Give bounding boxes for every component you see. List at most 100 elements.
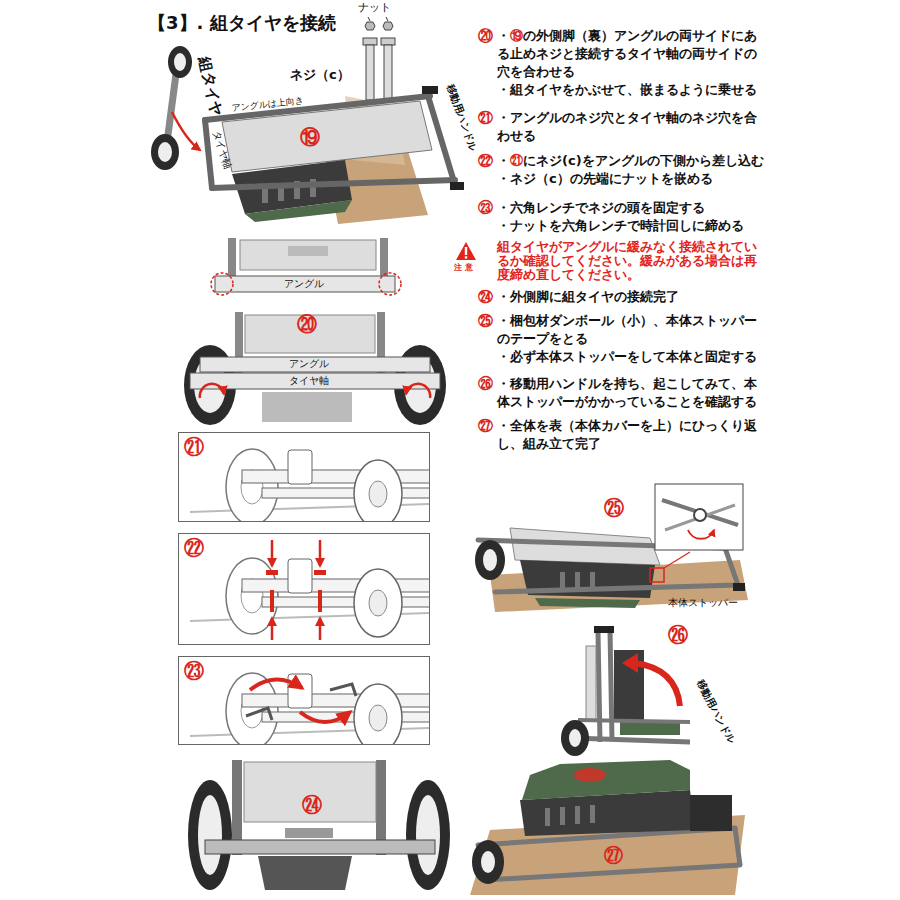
callout-number: ㉓ <box>184 660 204 683</box>
callout-number: ⑲ <box>300 126 320 149</box>
part-label: 移動用ハンドル <box>694 678 737 745</box>
instruction-text: ・⑲の外側脚（裏）アングルの両サイドにある止めネジと接続するタイヤ軸の両サイドの… <box>497 27 769 81</box>
step22-panel-art <box>271 618 274 640</box>
text-run: ・ <box>497 28 510 43</box>
step26-standing-grill <box>569 729 581 747</box>
instruction-text: ・梱包材ダンボール（小）、本体ストッパーのテープをとる <box>497 312 769 348</box>
part-label: 組タイヤ <box>195 55 224 117</box>
step21-panel-art <box>190 449 429 521</box>
instruction-step: ⑳・⑲の外側脚（裏）アングルの両サイドにある止めネジと接続するタイヤ軸の両サイド… <box>478 27 778 99</box>
step24-front-view <box>416 795 440 875</box>
part-label: タイヤ軸 <box>287 375 331 387</box>
step24-front-view <box>285 828 333 838</box>
parts-screws-nuts <box>384 45 392 100</box>
step22-panel-art <box>190 540 429 640</box>
step25-flipped-grill <box>665 505 735 530</box>
step20-wheel-axle <box>406 384 430 398</box>
angle-bottom-view <box>240 240 376 270</box>
instruction-text: ・㉑にネジ(c)をアングルの下側から差し込む <box>497 152 769 170</box>
step25-flipped-grill <box>733 583 745 591</box>
step20-wheel-axle <box>190 373 440 389</box>
instruction-step: ㉑・アングルのネジ穴とタイヤ軸のネジ穴を合わせる <box>478 109 778 145</box>
angle-bottom-view <box>215 276 395 292</box>
part-label: 移動用ハンドル <box>445 83 480 153</box>
step19-frame-illustration <box>151 46 464 224</box>
instruction-text: ・アングルのネジ穴とタイヤ軸のネジ穴を合わせる <box>497 109 769 145</box>
step24-front-view <box>188 760 450 890</box>
step-panel: ㉑ <box>178 432 430 522</box>
step25-flipped-grill <box>475 540 505 580</box>
step22-panel-art <box>190 558 429 637</box>
instruction-step: ㉒・㉑にネジ(c)をアングルの下側から差し込む・ネジ（c）の先端にナットを嵌める <box>478 152 778 188</box>
step26-standing-grill <box>610 630 612 740</box>
angle-bottom-view <box>228 238 236 280</box>
angle-bottom-view <box>379 273 401 295</box>
step26-standing-grill <box>586 646 596 720</box>
step19-frame-illustration <box>172 112 200 150</box>
step20-wheel-axle <box>200 384 224 398</box>
text-run: にネジ(c)をアングルの下側から差し込む <box>523 153 764 168</box>
step23-panel-art <box>300 712 350 722</box>
step25-flipped-grill <box>495 585 738 592</box>
part-label: アングル <box>287 358 331 370</box>
step-panel: ㉒ <box>178 533 430 645</box>
step25-flipped-grill <box>475 484 748 612</box>
step19-frame-illustration <box>168 46 192 78</box>
warning-icon <box>465 256 467 258</box>
step25-flipped-grill <box>662 500 738 525</box>
parts-screws-nuts <box>366 45 374 100</box>
step27-finished-grill <box>545 808 550 826</box>
step27-finished-grill <box>574 768 606 782</box>
step27-finished-grill <box>470 760 745 895</box>
step24-front-view <box>188 780 232 890</box>
parts-screws-nuts <box>365 22 375 30</box>
step25-flipped-grill <box>725 548 738 585</box>
step23-panel-art <box>250 679 302 690</box>
step19-frame-illustration <box>245 200 352 222</box>
step19-frame-illustration <box>450 182 464 190</box>
parts-screws-nuts <box>363 38 377 45</box>
step23-panel-art <box>246 708 272 720</box>
step25-flipped-grill <box>664 552 690 568</box>
step23-panel-art <box>330 684 356 696</box>
step23-panel-art <box>190 673 429 744</box>
step24-front-view <box>205 840 435 854</box>
step19-frame-illustration <box>158 142 172 162</box>
step25-flipped-grill <box>688 530 714 539</box>
step19-frame-illustration <box>151 134 179 170</box>
step25-flipped-grill <box>575 572 580 588</box>
step26-standing-grill <box>634 663 680 706</box>
step25-flipped-grill <box>694 509 706 521</box>
step27-finished-grill <box>481 851 495 873</box>
warning-icon <box>456 242 476 260</box>
parts-screws-nuts <box>368 17 370 21</box>
callout-number: ㉗ <box>478 417 493 435</box>
instruction-step: ㉖・移動用ハンドルを持ち、起こしてみて、本体ストッパーがかかっていることを確認す… <box>478 375 778 411</box>
step27-finished-grill <box>690 795 732 831</box>
parts-screws-nuts <box>383 22 393 30</box>
step26-standing-grill <box>572 738 690 742</box>
parts-screws-nuts <box>386 17 388 21</box>
callout-number: ㉒ <box>478 152 493 170</box>
angle-bottom-view <box>288 246 328 256</box>
step25-flipped-grill <box>560 572 565 588</box>
step26-standing-grill <box>561 720 589 756</box>
step22-panel-art <box>266 570 278 575</box>
step23-panel-art <box>190 673 429 744</box>
angle-bottom-view <box>211 273 233 295</box>
warning-icon <box>465 247 467 255</box>
step25-flipped-grill <box>535 598 640 608</box>
step26-standing-grill <box>594 626 614 633</box>
step20-wheel-axle <box>262 392 352 422</box>
instruction-column: ⑳・⑲の外側脚（裏）アングルの両サイドにある止めネジと接続するタイヤ軸の両サイド… <box>478 27 778 453</box>
page-title: 【3】. 組タイヤを接続 <box>148 13 336 34</box>
instruction-step: ㉕・梱包材ダンボール（小）、本体ストッパーのテープをとる・必ず本体ストッパーをし… <box>478 312 778 366</box>
step19-frame-illustration <box>422 86 438 94</box>
step22-panel-art <box>319 540 322 566</box>
step24-front-view <box>244 762 376 822</box>
step22-panel-art <box>318 590 322 612</box>
callout-number: ㉕ <box>478 312 493 330</box>
angle-bottom-view <box>380 238 388 280</box>
step22-panel-art <box>314 570 326 575</box>
